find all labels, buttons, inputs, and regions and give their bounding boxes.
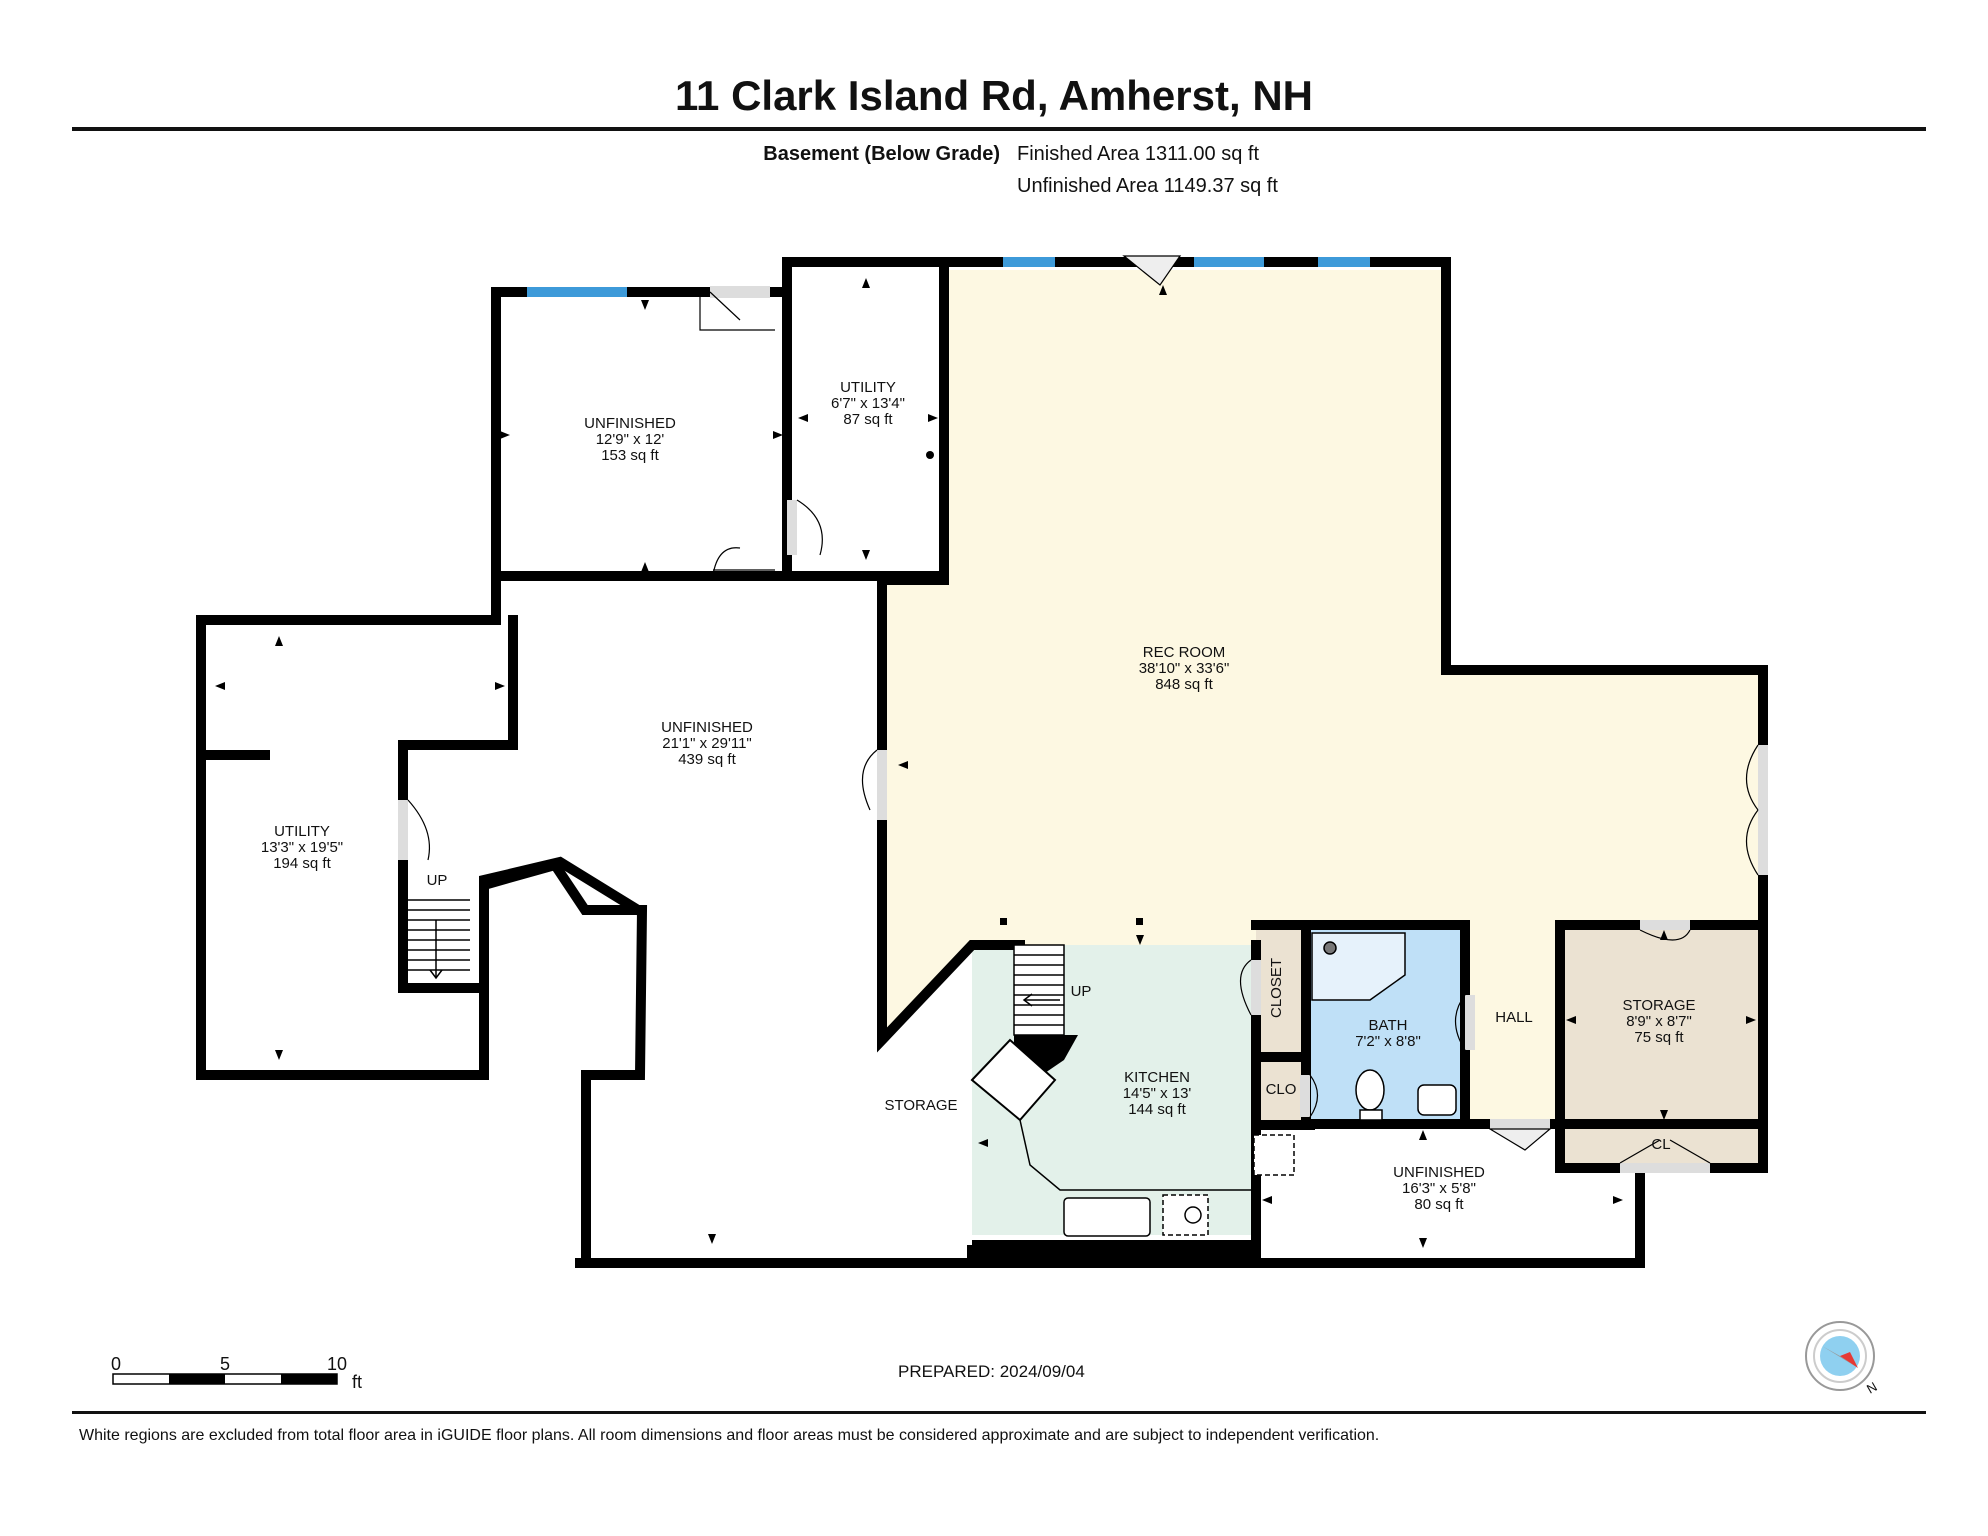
closet-storage-fill	[1560, 1124, 1763, 1164]
window-2	[1003, 257, 1055, 267]
room-area: 75 sq ft	[1634, 1029, 1684, 1046]
scale-unit: ft	[352, 1372, 362, 1392]
toilet-icon	[1355, 1069, 1385, 1111]
room-utility-north: UTILITY 6'7" x 13'4" 87 sq ft	[831, 379, 905, 428]
room-bath: BATH 7'2" x 8'8"	[1355, 1017, 1421, 1050]
window-4	[1318, 257, 1370, 267]
column	[1136, 918, 1143, 925]
stair-landing	[1014, 1035, 1078, 1075]
room-dims: 16'3" x 5'8"	[1402, 1180, 1476, 1197]
room-area: 144 sq ft	[1128, 1101, 1186, 1118]
compass-north-icon: N	[1805, 1321, 1880, 1397]
prepared-date: PREPARED: 2024/09/04	[898, 1362, 1085, 1381]
scale-tick-5: 5	[220, 1354, 230, 1374]
stairs-up-label: UP	[427, 872, 448, 889]
hall-label: HALL	[1495, 1009, 1533, 1026]
room-name: KITCHEN	[1124, 1069, 1190, 1086]
stairs-up-label: UP	[1071, 983, 1092, 1000]
stairs-kitchen	[1013, 944, 1065, 1036]
room-dims: 6'7" x 13'4"	[831, 395, 905, 412]
clo-label: CLO	[1266, 1081, 1297, 1098]
room-name: BATH	[1369, 1017, 1408, 1034]
rec-room-fill	[882, 270, 1763, 1124]
bath-sink-icon	[1417, 1084, 1457, 1116]
plan-title: 11 Clark Island Rd, Amherst, NH	[675, 72, 1313, 119]
stairs-west	[403, 899, 470, 980]
kitchen-sink-icon	[1063, 1197, 1151, 1237]
room-name: STORAGE	[1622, 997, 1695, 1014]
room-name: UTILITY	[274, 823, 330, 840]
storage-sw-label: STORAGE	[884, 1097, 957, 1114]
scale-tick-0: 0	[111, 1354, 121, 1374]
kitchen-fixtures	[1063, 1134, 1295, 1237]
bath-fixtures	[1311, 932, 1457, 1121]
svg-text:N: N	[1864, 1379, 1880, 1397]
room-dims: 13'3" x 19'5"	[261, 839, 343, 856]
room-unfinished-south: UNFINISHED 16'3" x 5'8" 80 sq ft	[1393, 1164, 1485, 1213]
room-area: 439 sq ft	[678, 751, 736, 768]
room-dims: 38'10" x 33'6"	[1139, 660, 1230, 677]
kitchen-counter-corner	[970, 1038, 1057, 1122]
closet-label: CLOSET	[1268, 958, 1285, 1018]
room-storage-east: STORAGE 8'9" x 8'7" 75 sq ft	[1622, 997, 1695, 1046]
room-rec-room: REC ROOM 38'10" x 33'6" 848 sq ft	[1139, 644, 1230, 693]
room-area: 153 sq ft	[601, 447, 659, 464]
south-wall-bold	[972, 1240, 1256, 1268]
shower-drain-icon	[1323, 941, 1337, 955]
scale-bar: 0 5 10 ft	[111, 1354, 362, 1392]
column	[926, 451, 934, 459]
room-dims: 12'9" x 12'	[596, 431, 665, 448]
room-area: 194 sq ft	[273, 855, 331, 872]
scale-tick-10: 10	[327, 1354, 347, 1374]
closet-fill	[1256, 925, 1306, 1055]
room-name: UNFINISHED	[584, 415, 676, 432]
title-divider	[72, 127, 1926, 131]
room-area: 848 sq ft	[1155, 676, 1213, 693]
room-name: UNFINISHED	[1393, 1164, 1485, 1181]
storage-fill	[1560, 925, 1763, 1124]
footer-divider	[72, 1411, 1926, 1414]
room-utility-west: UTILITY 13'3" x 19'5" 194 sq ft	[261, 823, 343, 872]
room-name: UTILITY	[840, 379, 896, 396]
kitchen-counter	[1019, 1119, 1256, 1191]
room-unfinished-center: UNFINISHED 21'1" x 29'11" 439 sq ft	[661, 719, 753, 768]
room-dims: 7'2" x 8'8"	[1355, 1033, 1421, 1050]
walls	[196, 257, 1768, 1268]
window-3	[1194, 257, 1264, 267]
room-name: REC ROOM	[1143, 644, 1226, 661]
room-unfinished-nw: UNFINISHED 12'9" x 12' 153 sq ft	[584, 415, 676, 464]
room-area: 87 sq ft	[843, 411, 893, 428]
cl-label: CL	[1651, 1136, 1670, 1153]
floor-name: Basement (Below Grade)	[763, 143, 1000, 165]
doors	[398, 255, 1768, 1173]
room-dims: 14'5" x 13'	[1123, 1085, 1192, 1102]
window-1	[527, 287, 627, 297]
wall-toilet	[1253, 1134, 1295, 1176]
room-name: UNFINISHED	[661, 719, 753, 736]
finished-area: Finished Area 1311.00 sq ft	[1017, 143, 1260, 165]
room-dims: 21'1" x 29'11"	[662, 735, 752, 752]
column	[1000, 918, 1007, 925]
room-kitchen: KITCHEN 14'5" x 13' 144 sq ft	[1123, 1069, 1192, 1118]
dimension-arrows	[215, 278, 1756, 1248]
disclaimer: White regions are excluded from total fl…	[79, 1427, 1380, 1444]
unfinished-area: Unfinished Area 1149.37 sq ft	[1017, 175, 1278, 197]
room-area: 80 sq ft	[1414, 1196, 1464, 1213]
clo-fill	[1256, 1060, 1306, 1125]
room-dims: 8'9" x 8'7"	[1626, 1013, 1692, 1030]
windows	[527, 257, 1370, 297]
